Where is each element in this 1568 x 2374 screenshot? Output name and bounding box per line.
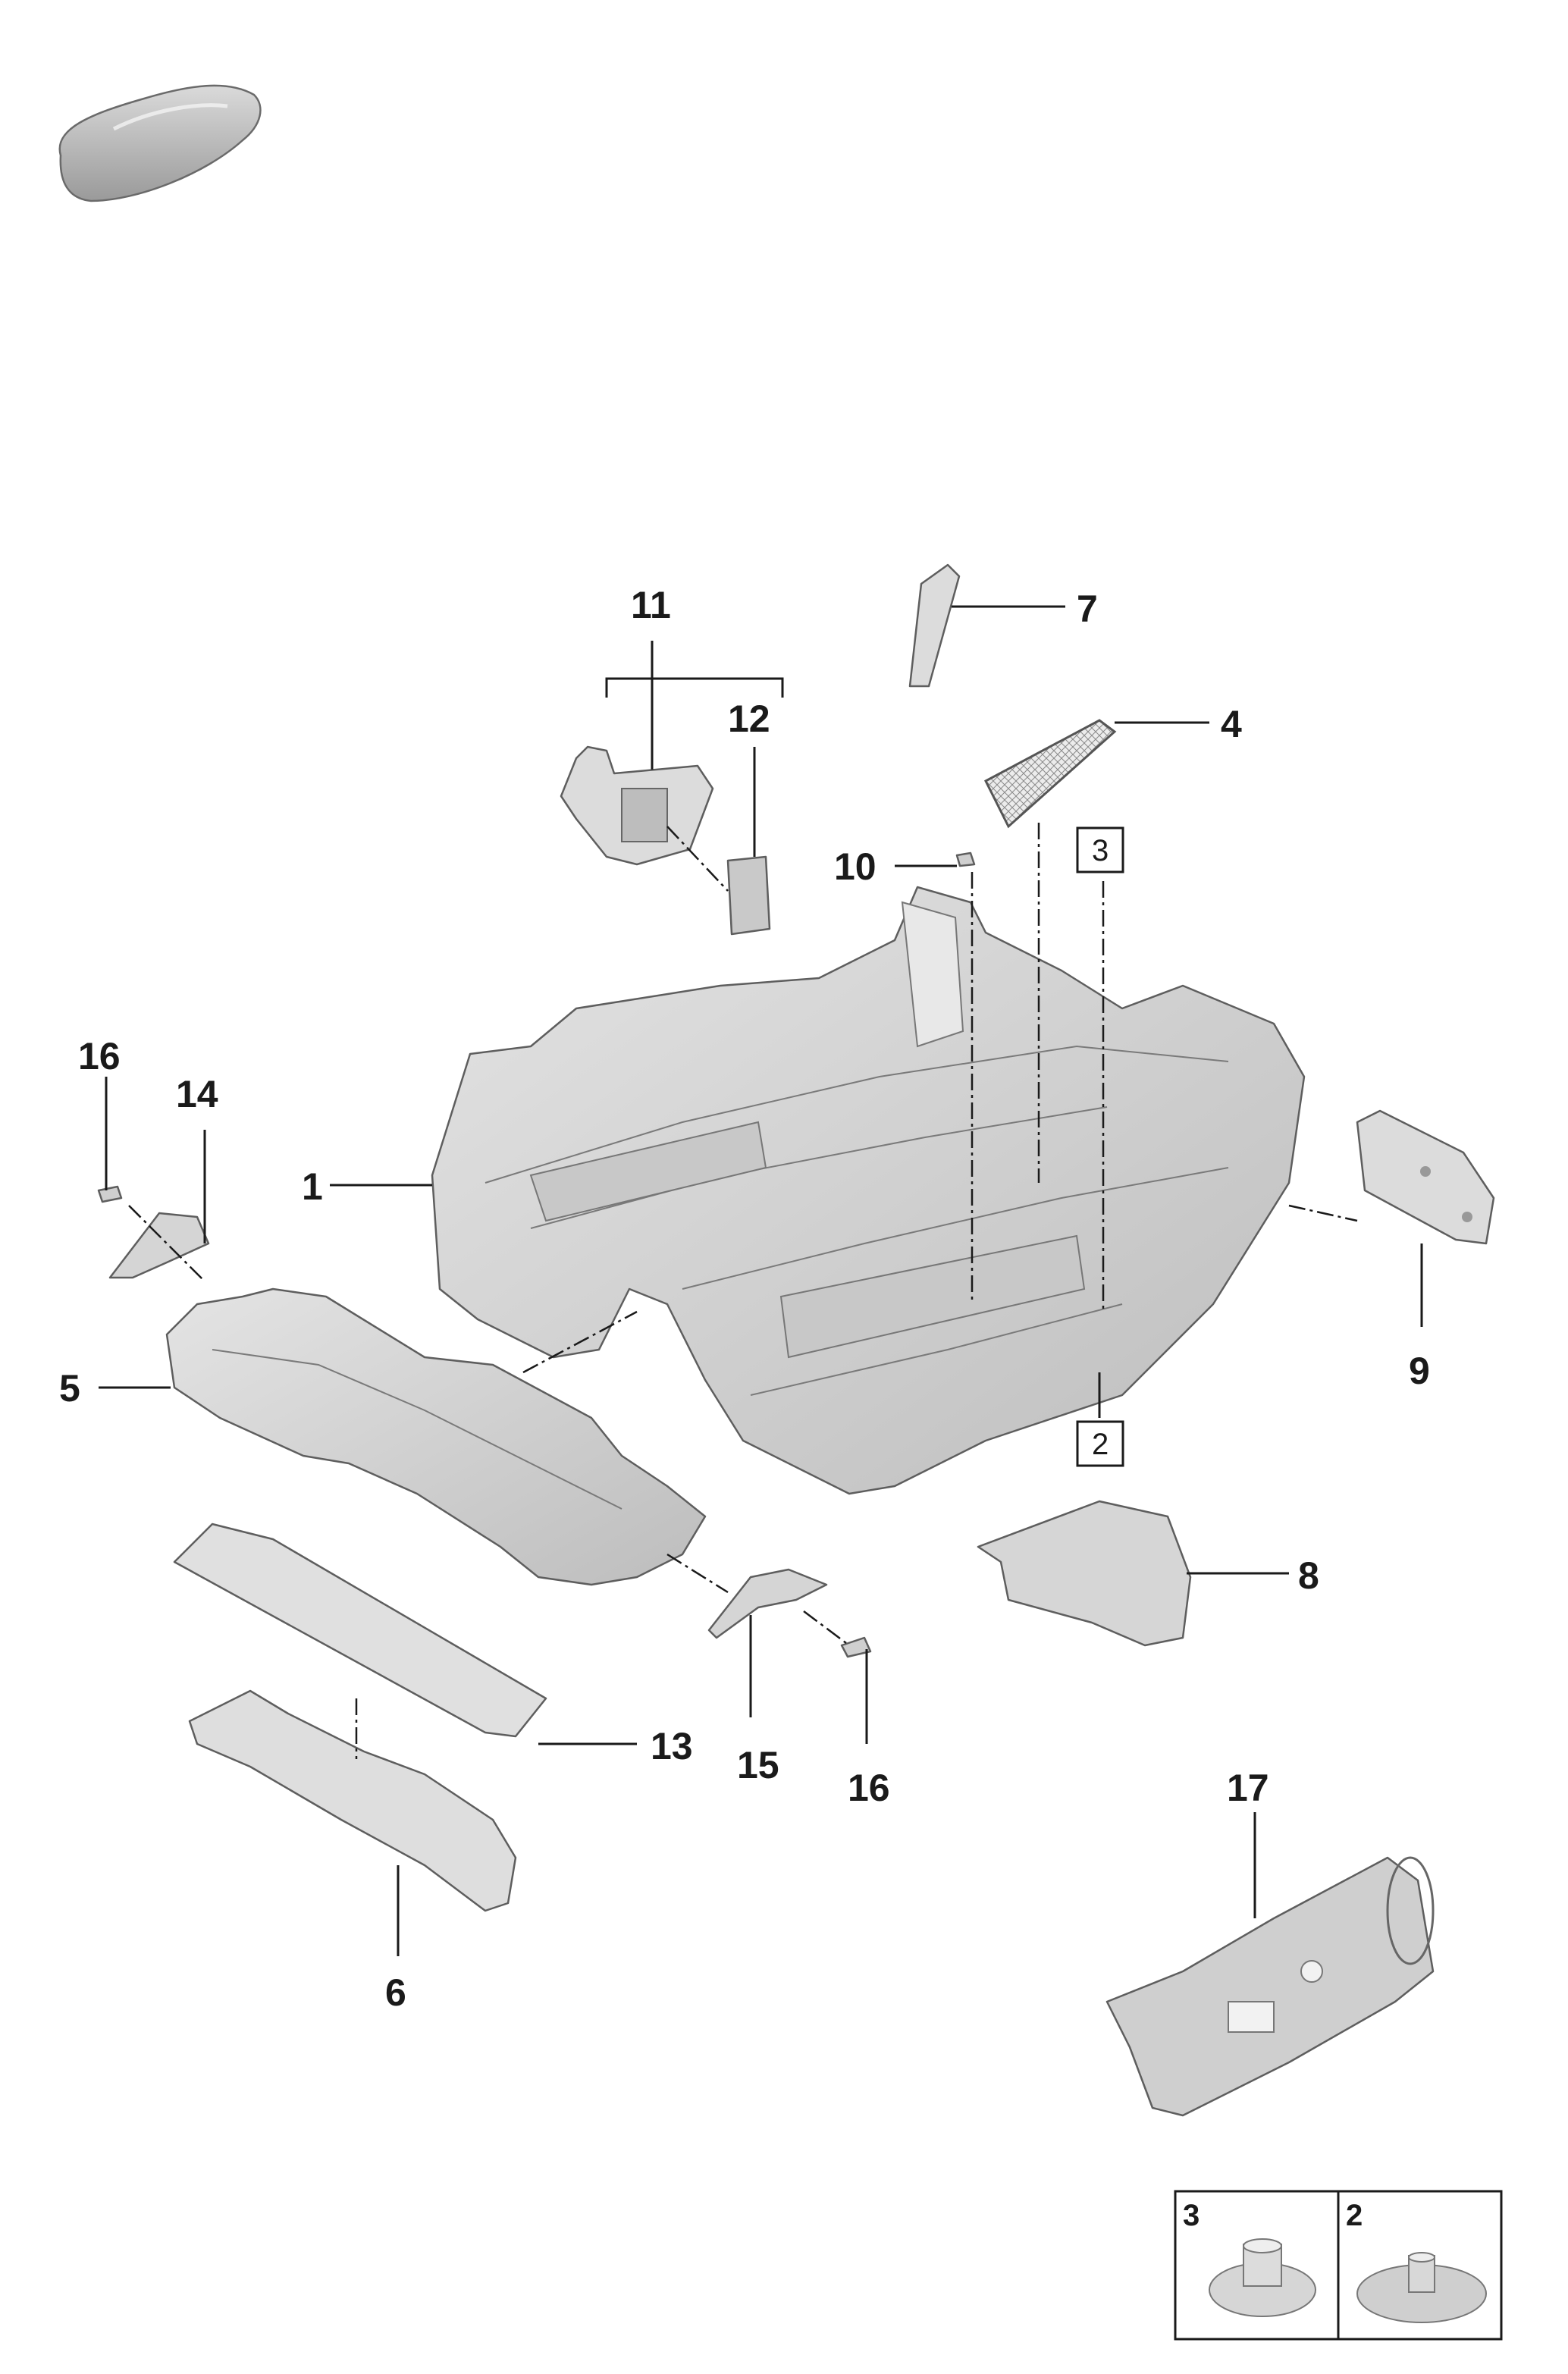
callout-6: 6 bbox=[385, 1971, 406, 2014]
fastener-3-icon bbox=[1209, 2238, 1316, 2317]
leader-lines bbox=[99, 605, 1423, 1956]
boxed-ref-3: 3 bbox=[1076, 826, 1124, 873]
callout-1: 1 bbox=[302, 1165, 323, 1208]
assembly-lines bbox=[128, 823, 1358, 1759]
part-16-clip-left bbox=[97, 1185, 123, 1203]
callout-5: 5 bbox=[59, 1367, 80, 1410]
callout-14: 14 bbox=[176, 1073, 218, 1115]
callout-15: 15 bbox=[737, 1744, 779, 1786]
part-9-rear-panel bbox=[1356, 1109, 1495, 1245]
callout-labels: 1 4 5 6 7 8 9 10 11 12 13 14 15 16 16 17 bbox=[59, 584, 1430, 2014]
callout-8: 8 bbox=[1298, 1554, 1319, 1597]
callout-16-left: 16 bbox=[78, 1035, 121, 1077]
part-1-floor-carpet bbox=[431, 886, 1306, 1495]
callout-11: 11 bbox=[631, 584, 671, 626]
callout-9: 9 bbox=[1409, 1350, 1430, 1392]
svg-text:3: 3 bbox=[1092, 834, 1109, 867]
part-13-sill-strip bbox=[173, 1523, 547, 1738]
part-8-floor-insert bbox=[977, 1500, 1192, 1647]
part-6-bracket bbox=[188, 1689, 517, 1912]
part-7-trim-strip bbox=[908, 563, 961, 688]
fastener-2-icon bbox=[1356, 2252, 1487, 2323]
legend-item-3: 3 bbox=[1183, 2199, 1200, 2232]
callout-10: 10 bbox=[834, 845, 877, 888]
vehicle-thumbnail-icon bbox=[58, 84, 262, 202]
part-14-bracket bbox=[108, 1212, 210, 1279]
fastener-legend: 3 2 bbox=[1174, 2190, 1503, 2341]
part-5-front-footwell bbox=[165, 1287, 707, 1586]
part-4-mesh-panel bbox=[984, 719, 1117, 829]
part-12-cover-plate bbox=[726, 855, 771, 936]
callout-12: 12 bbox=[728, 698, 770, 740]
part-15-bracket bbox=[707, 1568, 828, 1639]
callout-13: 13 bbox=[651, 1725, 693, 1767]
part-10-clip bbox=[955, 851, 976, 867]
callout-7: 7 bbox=[1077, 588, 1098, 630]
boxed-ref-2: 2 bbox=[1076, 1420, 1124, 1467]
callout-16-right: 16 bbox=[848, 1767, 890, 1809]
callout-4: 4 bbox=[1221, 703, 1242, 745]
svg-text:2: 2 bbox=[1092, 1428, 1109, 1461]
legend-item-2: 2 bbox=[1346, 2199, 1363, 2232]
part-11-side-panel bbox=[560, 745, 714, 866]
part-16-clip-right bbox=[840, 1636, 872, 1658]
part-17-frame bbox=[1105, 1856, 1435, 2117]
callout-17: 17 bbox=[1227, 1767, 1269, 1809]
